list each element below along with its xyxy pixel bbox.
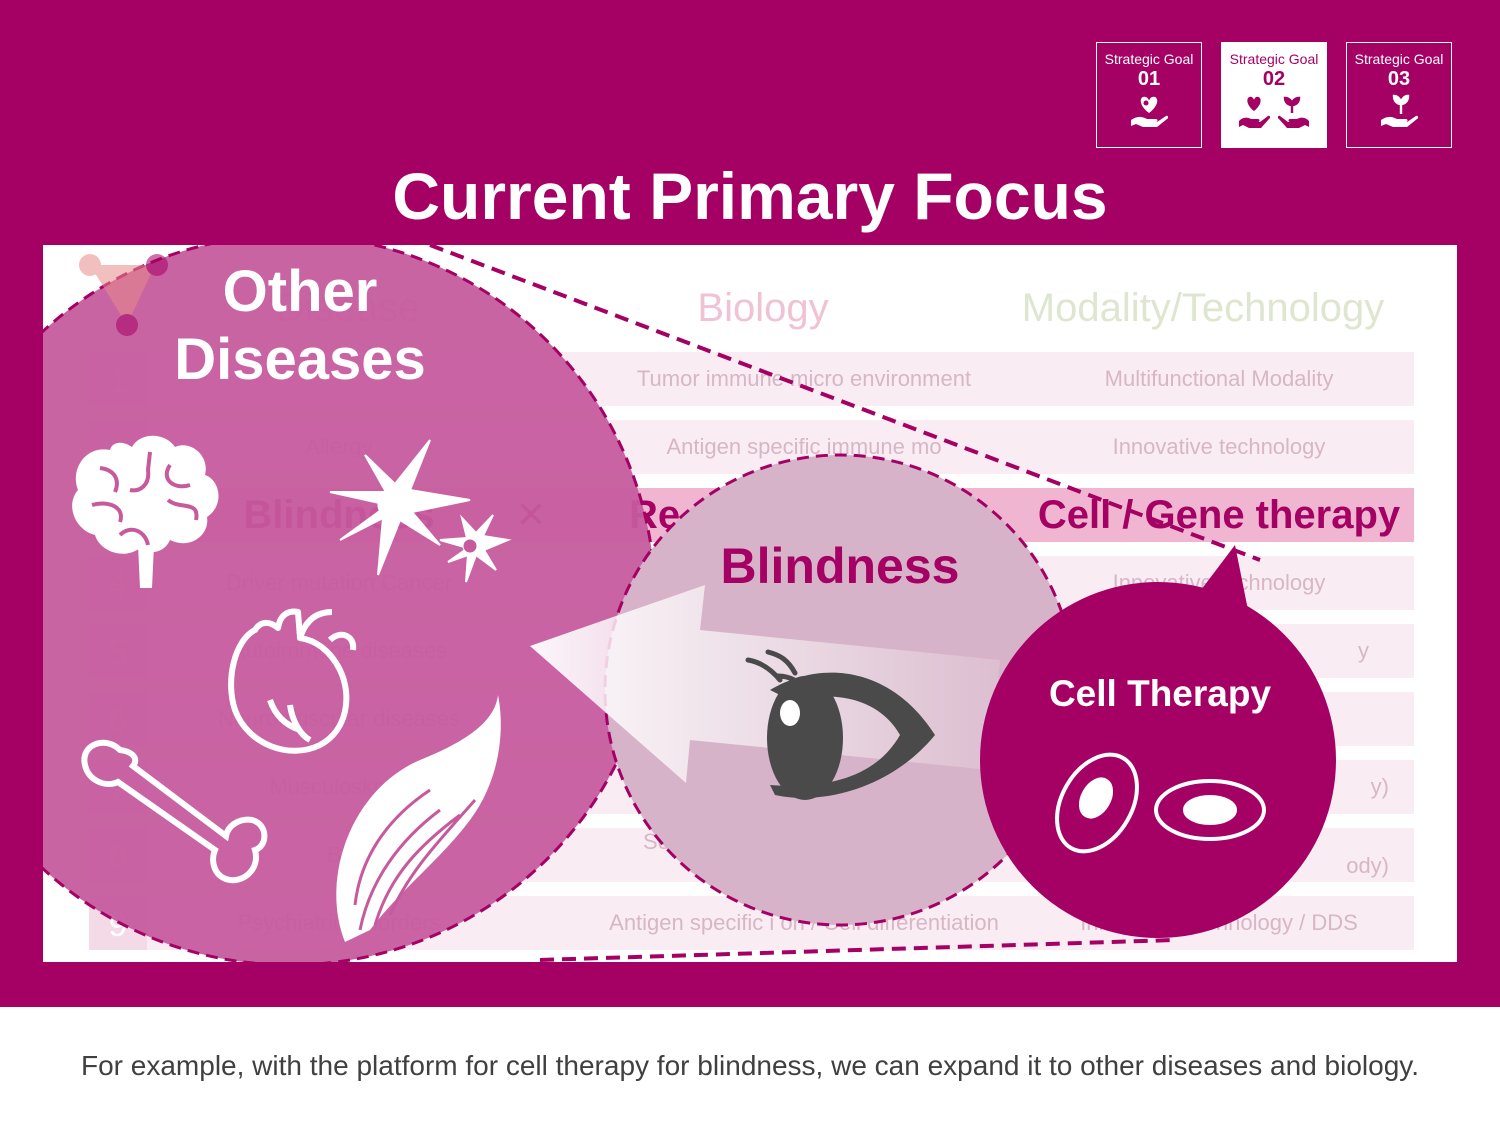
- other-diseases-label: Other Diseases: [174, 259, 426, 392]
- table-row: Allergy Antigen specific immune mo Innov…: [89, 420, 1414, 474]
- strategic-goal-03[interactable]: Strategic Goal 03: [1346, 42, 1452, 148]
- modality-cell: Innovative technology: [1112, 434, 1326, 459]
- disease-cell: Autoimmune diseases: [230, 638, 448, 663]
- disease-cell: Psychiatric disorders: [237, 910, 441, 935]
- disease-cell: Blindness: [243, 493, 435, 537]
- modality-cell: y): [1370, 774, 1389, 799]
- table-row: 7 Musculoskelet y): [89, 760, 1414, 814]
- modality-cell: y: [1358, 638, 1369, 663]
- row-number: 7: [89, 760, 147, 814]
- sprout-in-hand-icon: [1381, 94, 1419, 127]
- cross-mark: ×: [517, 488, 546, 541]
- page-title: Current Primary Focus: [392, 159, 1108, 233]
- heart-and-sprout-hands-icon: [1239, 96, 1309, 128]
- row-number: 5: [89, 624, 147, 678]
- strategic-goals: Strategic Goal 01 Strategic Goal 02 Stra…: [1096, 42, 1452, 148]
- modality-cell: Innovative technology: [1112, 570, 1326, 595]
- modality-cell: Innovative technology / DDS: [1080, 910, 1358, 935]
- goal-label: Strategic Goal: [1104, 51, 1194, 67]
- table-row: 5 Autoimmune diseases y: [89, 624, 1414, 678]
- disease-cell: Musculoskelet: [269, 774, 409, 799]
- table-row: 9 Psychiatric disorders Antigen specific…: [89, 896, 1414, 950]
- biology-cell: [579, 692, 1029, 746]
- table-row: 8 Bli Sene ody): [89, 828, 1414, 882]
- biology-cell: [579, 760, 1029, 814]
- goal-number: 02: [1262, 68, 1286, 90]
- biology-cell: Tumor immune micro environment: [636, 366, 972, 391]
- biology-cell: Re: [629, 493, 681, 537]
- row-number: 1: [89, 352, 147, 406]
- row-number: 8: [89, 828, 147, 882]
- modality-cell: ody): [1346, 853, 1389, 878]
- biology-cell: Antigen specific immune mo: [666, 434, 942, 459]
- blindness-label: Blindness: [720, 538, 960, 594]
- goal-label: Strategic Goal: [1229, 51, 1319, 67]
- disease-cell: Driver mutation Cancer: [225, 570, 453, 595]
- disease-cell: Bli: [326, 842, 352, 867]
- header-biology: Biology: [697, 286, 829, 330]
- strategic-goal-01[interactable]: Strategic Goal 01: [1096, 42, 1202, 148]
- table-row-highlight: Blindness × Re Cell / Gene therapy: [89, 488, 1414, 542]
- row-number: 9: [89, 896, 147, 950]
- row-number: 6: [89, 692, 147, 746]
- biology-cell: Sene: [643, 829, 695, 854]
- row-number: [89, 488, 147, 542]
- disease-cell: Allergy: [305, 434, 373, 459]
- caption: For example, with the platform for cell …: [81, 1050, 1419, 1081]
- row-number: 4: [89, 556, 147, 610]
- row-number: [89, 420, 147, 474]
- modality-cell: Multifunctional Modality: [1104, 366, 1334, 391]
- biology-cell: [579, 624, 1029, 678]
- cell-therapy-label: Cell Therapy: [1048, 673, 1272, 714]
- goal-number: 01: [1137, 68, 1161, 90]
- modality-cell: Cell / Gene therapy: [1037, 493, 1401, 537]
- goal-label: Strategic Goal: [1354, 51, 1444, 67]
- strategic-goal-02[interactable]: Strategic Goal 02: [1221, 42, 1327, 148]
- header-modality: Modality/Technology: [1021, 286, 1385, 330]
- goal-number: 03: [1387, 68, 1411, 90]
- heart-in-hand-icon: [1131, 96, 1169, 127]
- disease-cell: Neuromuscular diseases: [217, 706, 461, 731]
- biology-cell: Antigen specific i on / Cell differentia…: [609, 910, 999, 935]
